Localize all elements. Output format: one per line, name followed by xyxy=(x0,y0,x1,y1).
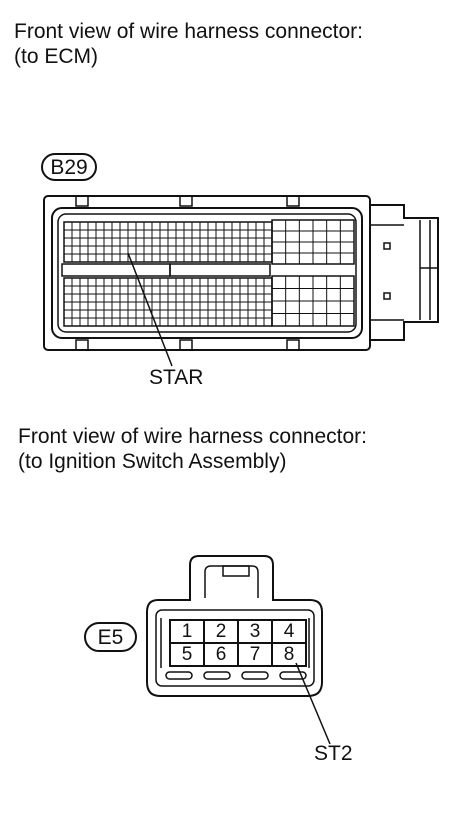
ignition-connector-caption: Front view of wire harness connector: (t… xyxy=(18,424,367,474)
pin-3: 3 xyxy=(249,621,261,642)
ignition-housing-outline xyxy=(146,555,323,697)
ignition-caption-line1: Front view of wire harness connector: xyxy=(18,425,367,448)
pin-2: 2 xyxy=(215,621,227,642)
pin-6: 6 xyxy=(215,644,227,665)
ecm-caption-line1: Front view of wire harness connector: xyxy=(14,20,363,43)
pin-7: 7 xyxy=(249,644,261,665)
ecm-side-latch xyxy=(370,204,439,341)
ecm-center-bar-right xyxy=(169,263,271,277)
ecm-terminal-frame xyxy=(57,213,357,333)
terminal-label-st2: ST2 xyxy=(314,742,353,765)
ignition-lock-tab xyxy=(222,565,250,577)
star-leader-line xyxy=(127,252,173,367)
pin-4: 4 xyxy=(283,621,295,642)
terminal-label-star: STAR xyxy=(149,366,204,389)
connector-id-b29-badge: B29 xyxy=(41,153,97,181)
pin-1: 1 xyxy=(181,621,193,642)
ignition-inner-frame xyxy=(155,609,315,687)
ecm-caption-line2: (to ECM) xyxy=(14,45,98,68)
ecm-housing-outer xyxy=(43,195,371,351)
pin-5: 5 xyxy=(181,644,193,665)
ecm-terminal-grid xyxy=(63,219,355,327)
ignition-caption-line2: (to Ignition Switch Assembly) xyxy=(18,450,287,473)
st2-leader-line xyxy=(295,662,331,745)
connector-id-e5-badge: E5 xyxy=(84,622,137,652)
ecm-housing-inner xyxy=(51,207,363,339)
pin-8: 8 xyxy=(283,644,295,665)
ecm-connector-caption: Front view of wire harness connector: (t… xyxy=(14,19,363,69)
